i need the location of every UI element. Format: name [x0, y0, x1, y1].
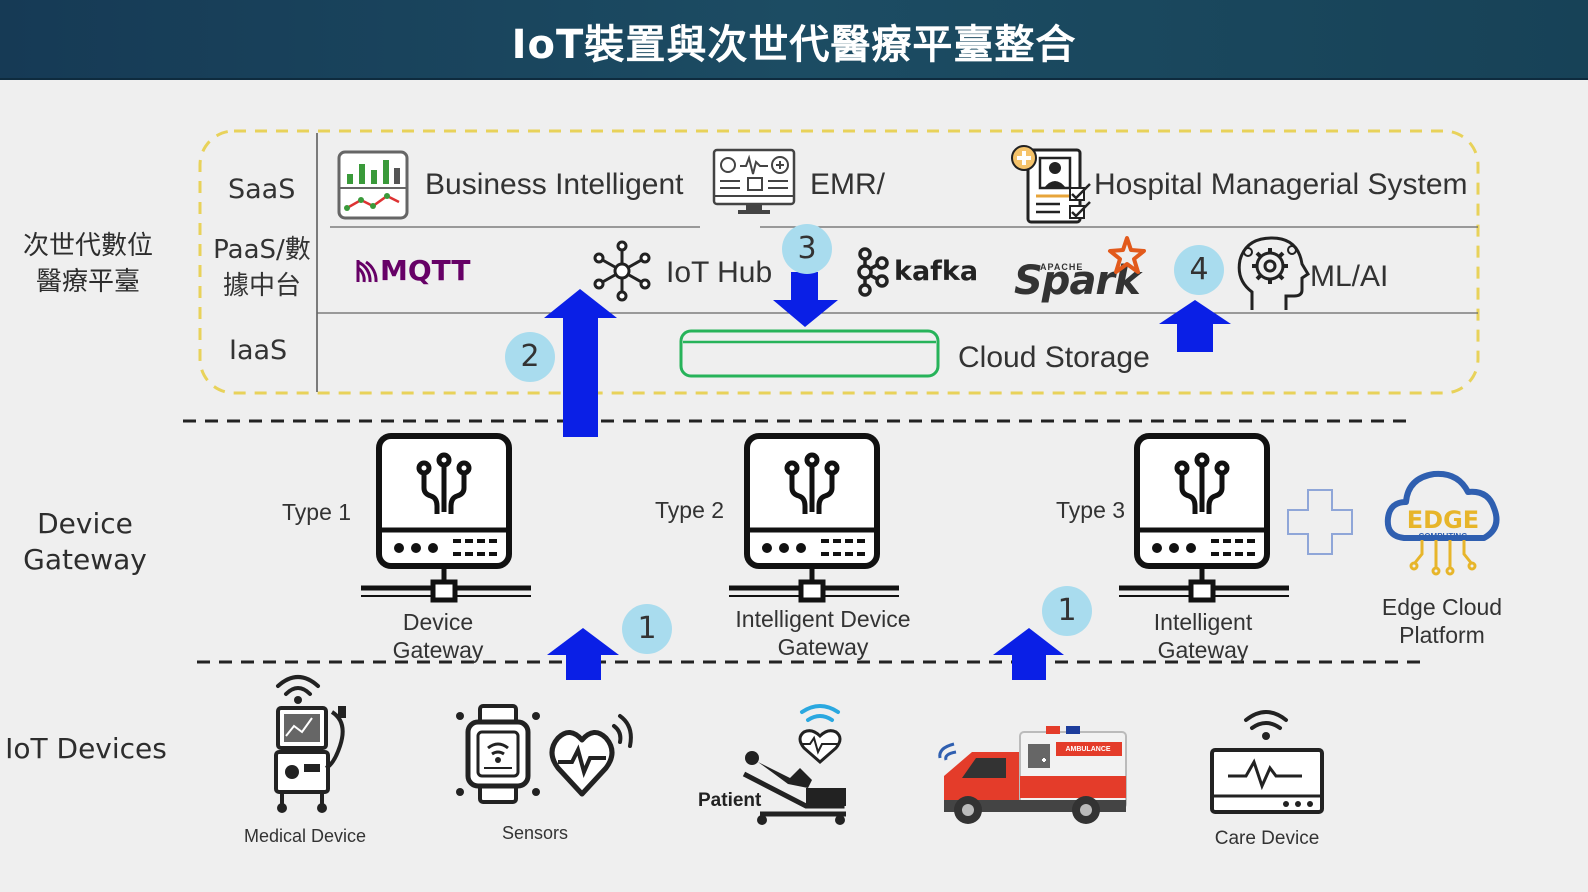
step-badge-1b: 1 [1042, 586, 1092, 636]
kafka-label: kafka [894, 256, 979, 287]
cloud-edge-icon [1384, 470, 1500, 576]
bar-chart-icon [337, 150, 409, 220]
ambulance-icon [938, 726, 1127, 824]
hms-label: Hospital Managerial System [1094, 168, 1468, 201]
gateway-server-icon [729, 433, 899, 603]
gw3-label-line1: Intelligent [1153, 609, 1253, 635]
platform-label-line1: 次世代數位 [22, 231, 153, 261]
spark-small-label: APACHE [1040, 262, 1084, 272]
paas-label-line1: PaaS/數 [213, 235, 311, 265]
step-badge-2: 2 [505, 332, 555, 382]
type3-label: Type 3 [1056, 497, 1126, 523]
spark-star-icon [1108, 236, 1146, 274]
edge-logo-subtext: COMPUTING [1418, 532, 1468, 541]
heart-icon [549, 714, 633, 797]
title-bar [0, 0, 1588, 80]
type1-label: Type 1 [282, 499, 352, 525]
cloud-storage-disk [679, 329, 940, 378]
step-badge-4: 4 [1174, 245, 1224, 295]
gw2-label: Intelligent Device Gateway [712, 605, 934, 661]
gateway-label-line2: Gateway [23, 543, 147, 576]
gw1-label: Device Gateway [358, 608, 518, 664]
arrow-up-4 [1159, 300, 1231, 352]
edge-label-line1: Edge Cloud [1381, 594, 1503, 620]
edge-label: Edge Cloud Platform [1362, 593, 1522, 649]
mqtt-icon [356, 260, 378, 283]
arrow-up-2 [544, 289, 617, 437]
paas-label: PaaS/數 據中台 [207, 232, 317, 304]
patient-bed-icon [742, 704, 846, 825]
gateway-label: Device Gateway [4, 506, 166, 578]
doctor-document-icon [1011, 145, 1091, 224]
arrow-up-1b [993, 628, 1064, 680]
arrow-up-1a [547, 628, 619, 680]
care-monitor-icon [1210, 710, 1324, 814]
cross-icon [1287, 489, 1353, 555]
ml-brain-icon [1237, 236, 1311, 310]
hub-icon [593, 240, 651, 302]
medical-device-label: Medical Device [243, 826, 367, 846]
platform-label-line2: 醫療平臺 [35, 267, 140, 297]
cloud-storage-label: Cloud Storage [958, 341, 1150, 374]
gateway-label-line1: Device [37, 507, 133, 540]
gw2-label-line2: Gateway [777, 634, 869, 660]
mlai-label: ML/AI [1310, 260, 1389, 293]
edge-label-line2: Platform [1399, 622, 1485, 648]
step-badge-3: 3 [782, 224, 832, 274]
sensors-label: Sensors [501, 823, 569, 843]
devices-label: IoT Devices [5, 732, 167, 765]
gw1-label-line2: Gateway [392, 637, 484, 663]
mqtt-label: MQTT [380, 254, 471, 287]
gw3-label: Intelligent Gateway [1122, 608, 1284, 664]
paas-label-line2: 據中台 [222, 271, 301, 301]
page-title: IoT裝置與次世代醫療平臺整合 [511, 22, 1077, 68]
kafka-icon [857, 247, 889, 297]
ambulance-text: AMBULANCE [1065, 746, 1111, 753]
iaas-label: IaaS [229, 335, 288, 366]
edge-logo-text: EDGE [1406, 506, 1480, 534]
type2-label: Type 2 [655, 497, 725, 523]
care-device-label: Care Device [1214, 828, 1320, 849]
gateway-server-icon [361, 433, 531, 603]
step-badge-1a: 1 [622, 604, 672, 654]
arrow-down-3 [773, 272, 838, 327]
patient-label: Patient [698, 790, 762, 811]
medical-cart-icon [274, 675, 346, 813]
iothub-label: IoT Hub [666, 256, 773, 289]
gw2-label-line1: Intelligent Device [735, 606, 911, 632]
smartwatch-icon [456, 704, 540, 804]
emr-label: EMR/ [810, 168, 885, 201]
saas-label: SaaS [228, 174, 296, 205]
bi-label: Business Intelligent [425, 168, 684, 201]
gateway-server-icon [1119, 433, 1289, 603]
platform-label: 次世代數位 醫療平臺 [8, 228, 168, 300]
emr-monitor-icon [712, 148, 796, 214]
gw3-label-line2: Gateway [1157, 637, 1249, 663]
gw1-label-line1: Device [402, 609, 474, 635]
